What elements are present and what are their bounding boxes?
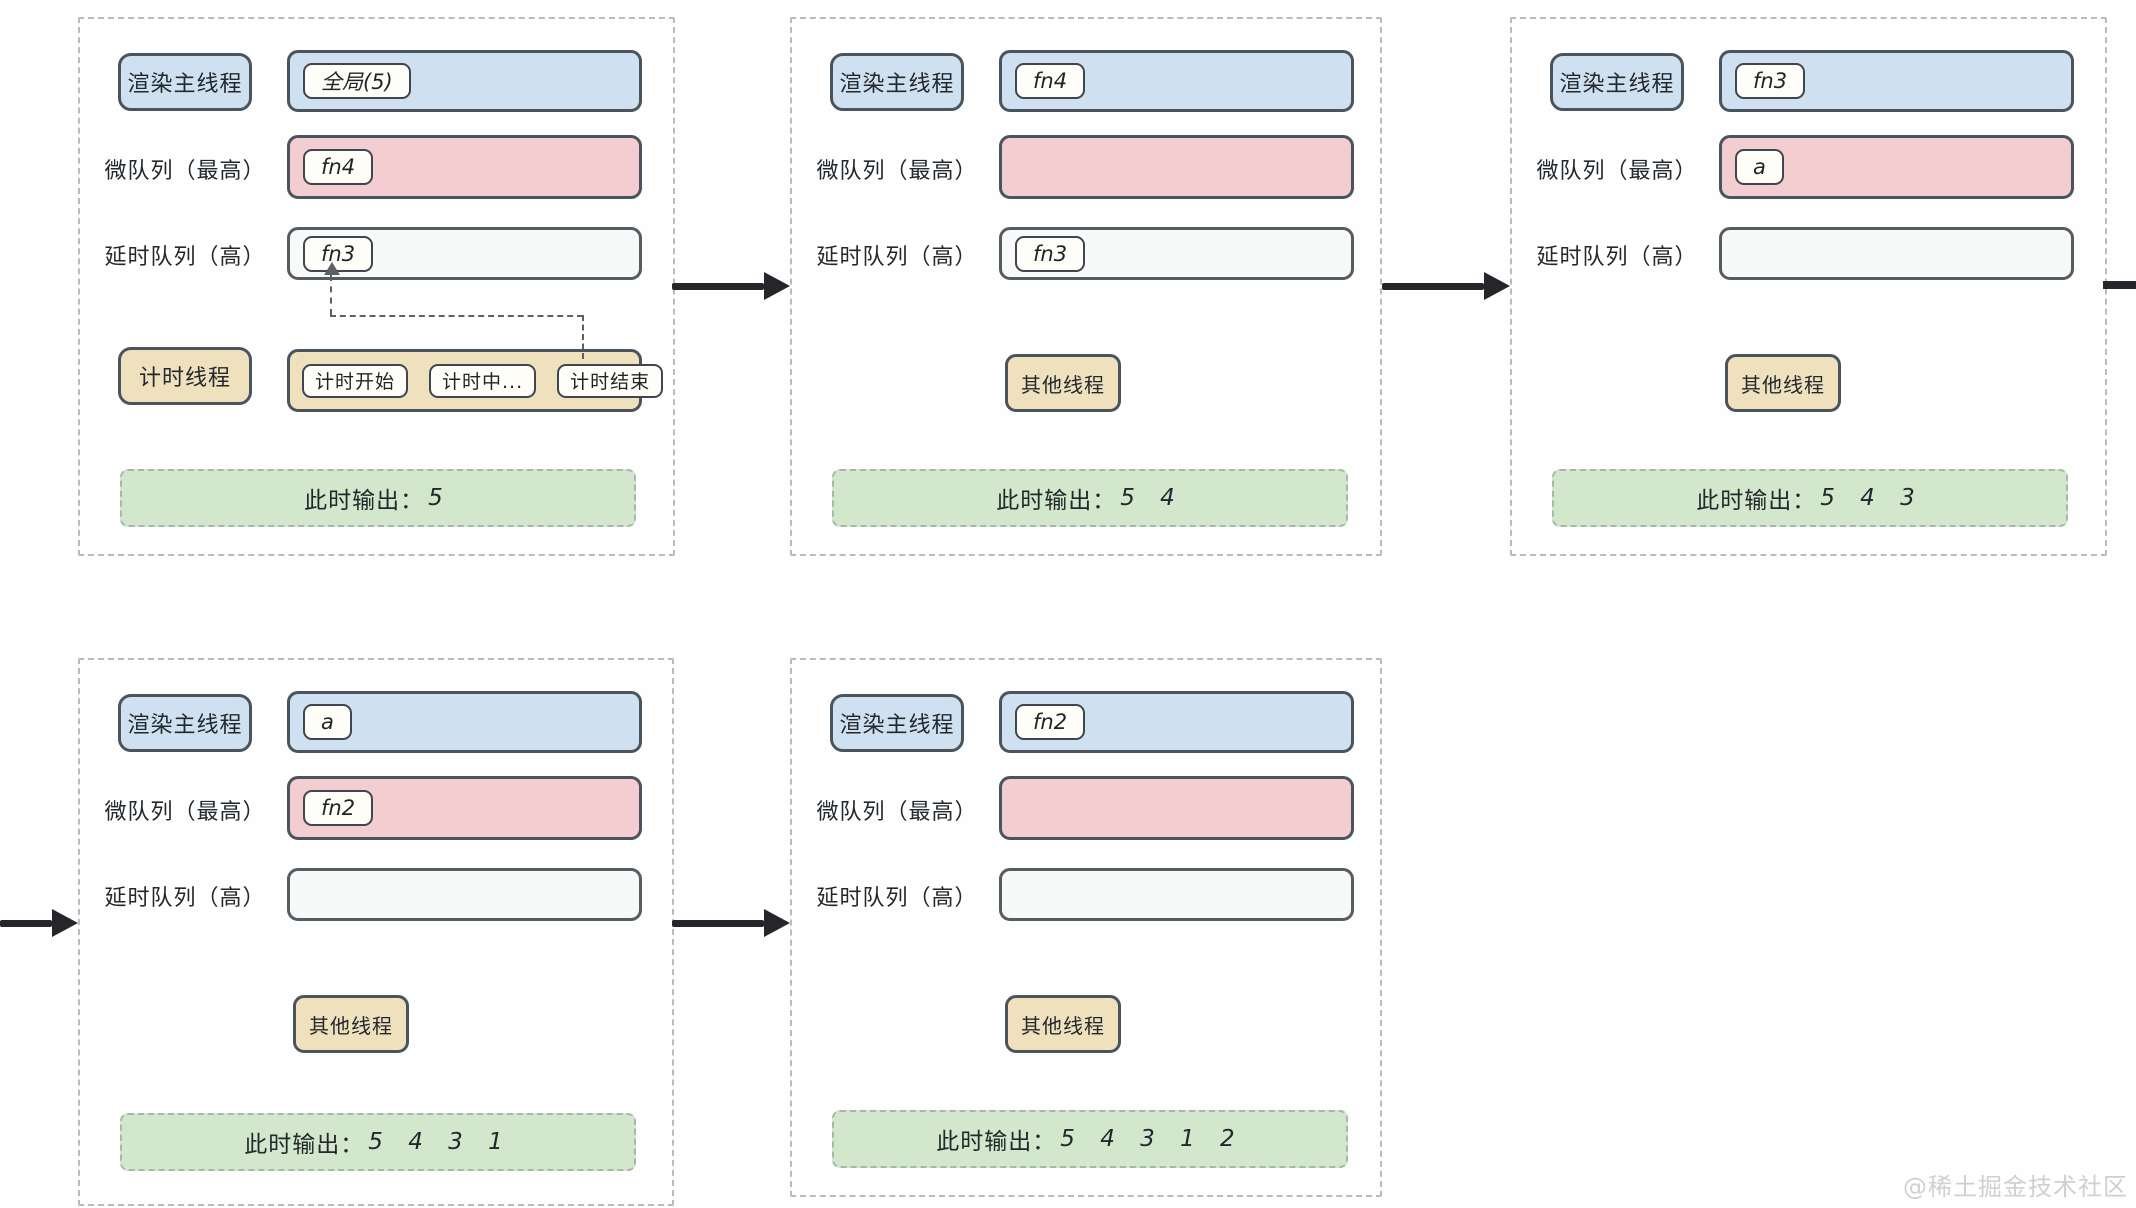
output-values: 5 4 3 1	[368, 1129, 512, 1155]
micro-queue-bar: a	[1719, 135, 2074, 199]
micro-queue-label: 微队列（最高）	[104, 800, 266, 825]
main-thread-bar: fn4	[999, 50, 1354, 112]
flow-arrow-right-icon	[672, 909, 790, 937]
other-thread-box: 其他线程	[1005, 354, 1121, 412]
delay-queue-label: 延时队列（高）	[104, 886, 266, 911]
micro-queue-label: 微队列（最高）	[104, 159, 266, 184]
output-label: 此时输出：	[244, 1132, 365, 1158]
output-values: 5 4 3 1 2	[1060, 1126, 1244, 1152]
other-thread-box: 其他线程	[1005, 995, 1121, 1053]
micro-queue-label: 微队列（最高）	[816, 159, 978, 184]
micro-queue-bar: fn2	[287, 776, 642, 840]
output-values: 5	[428, 485, 452, 511]
task-chip: fn3	[1015, 235, 1086, 272]
task-chip: fn4	[1015, 63, 1086, 99]
task-chip: fn3	[1735, 63, 1806, 99]
main-thread-bar: fn3	[1719, 50, 2074, 112]
micro-queue-bar	[999, 776, 1354, 840]
timer-chip: 计时开始	[302, 363, 409, 398]
main-thread-label: 渲染主线程	[830, 694, 964, 752]
watermark: @稀土掘金技术社区	[1903, 1173, 2128, 1201]
delay-queue-label: 延时队列（高）	[104, 245, 266, 270]
delay-queue-bar: fn3	[999, 227, 1354, 280]
flow-arrow-right-icon	[672, 272, 790, 300]
output-label: 此时输出：	[936, 1129, 1057, 1155]
delay-queue-label: 延时队列（高）	[816, 886, 978, 911]
delay-queue-bar	[1719, 227, 2074, 280]
task-chip: a	[303, 704, 352, 740]
panel-step-3: 渲染主线程 fn3 微队列（最高） a 延时队列（高） 其他线程 此时输出：5 …	[1510, 17, 2107, 556]
panel-step-4: 渲染主线程 a 微队列（最高） fn2 延时队列（高） 其他线程 此时输出：5 …	[78, 658, 674, 1206]
output-label: 此时输出：	[304, 488, 425, 514]
delay-queue-bar	[999, 868, 1354, 921]
task-chip: fn4	[303, 149, 374, 185]
main-thread-label: 渲染主线程	[830, 53, 964, 111]
other-thread-box: 其他线程	[293, 995, 409, 1053]
output-bar: 此时输出：5 4 3 1 2	[832, 1110, 1348, 1168]
micro-queue-bar: fn4	[287, 135, 642, 199]
main-thread-label: 渲染主线程	[118, 53, 252, 111]
main-thread-bar: 全局(5)	[287, 50, 642, 112]
output-values: 5 4	[1120, 485, 1184, 511]
main-thread-label: 渲染主线程	[1550, 53, 1684, 111]
panel-step-5: 渲染主线程 fn2 微队列（最高） 延时队列（高） 其他线程 此时输出：5 4 …	[790, 658, 1382, 1197]
output-bar: 此时输出：5 4	[832, 469, 1348, 527]
task-chip: fn2	[303, 790, 374, 826]
other-thread-box: 其他线程	[1725, 354, 1841, 412]
panel-step-1: 渲染主线程 全局(5) 微队列（最高） fn4 延时队列（高） fn3 计时线程…	[78, 17, 675, 556]
flow-arrow-right-icon	[1382, 272, 1510, 300]
task-chip: 全局(5)	[303, 63, 411, 99]
micro-queue-label: 微队列（最高）	[1536, 159, 1698, 184]
dashed-connector	[582, 315, 584, 359]
timer-thread-bar: 计时开始 计时中... 计时结束	[287, 349, 664, 412]
output-label: 此时输出：	[996, 488, 1117, 514]
main-thread-bar: fn2	[999, 691, 1354, 753]
delay-queue-label: 延时队列（高）	[1536, 245, 1698, 270]
output-bar: 此时输出：5 4 3 1	[120, 1113, 636, 1171]
delay-queue-bar	[287, 868, 642, 921]
dashed-arrowhead-up-icon	[324, 262, 340, 275]
micro-queue-label: 微队列（最高）	[816, 800, 978, 825]
timer-thread-label: 计时线程	[118, 347, 252, 405]
task-chip: fn2	[1015, 704, 1086, 740]
flow-arrow-exit-icon	[2103, 281, 2136, 289]
main-thread-label: 渲染主线程	[118, 694, 252, 752]
micro-queue-bar	[999, 135, 1354, 199]
flow-arrow-enter-icon	[0, 909, 78, 937]
timer-chip: 计时中...	[429, 363, 537, 398]
output-bar: 此时输出：5	[120, 469, 636, 527]
output-label: 此时输出：	[1696, 488, 1817, 514]
timer-chip: 计时结束	[557, 363, 664, 398]
dashed-connector	[330, 315, 583, 317]
delay-queue-label: 延时队列（高）	[816, 245, 978, 270]
delay-queue-bar: fn3	[287, 227, 642, 280]
task-chip: a	[1735, 149, 1784, 185]
output-bar: 此时输出：5 4 3	[1552, 469, 2068, 527]
panel-step-2: 渲染主线程 fn4 微队列（最高） 延时队列（高） fn3 其他线程 此时输出：…	[790, 17, 1382, 556]
dashed-connector	[330, 275, 332, 315]
output-values: 5 4 3	[1820, 485, 1924, 511]
main-thread-bar: a	[287, 691, 642, 753]
